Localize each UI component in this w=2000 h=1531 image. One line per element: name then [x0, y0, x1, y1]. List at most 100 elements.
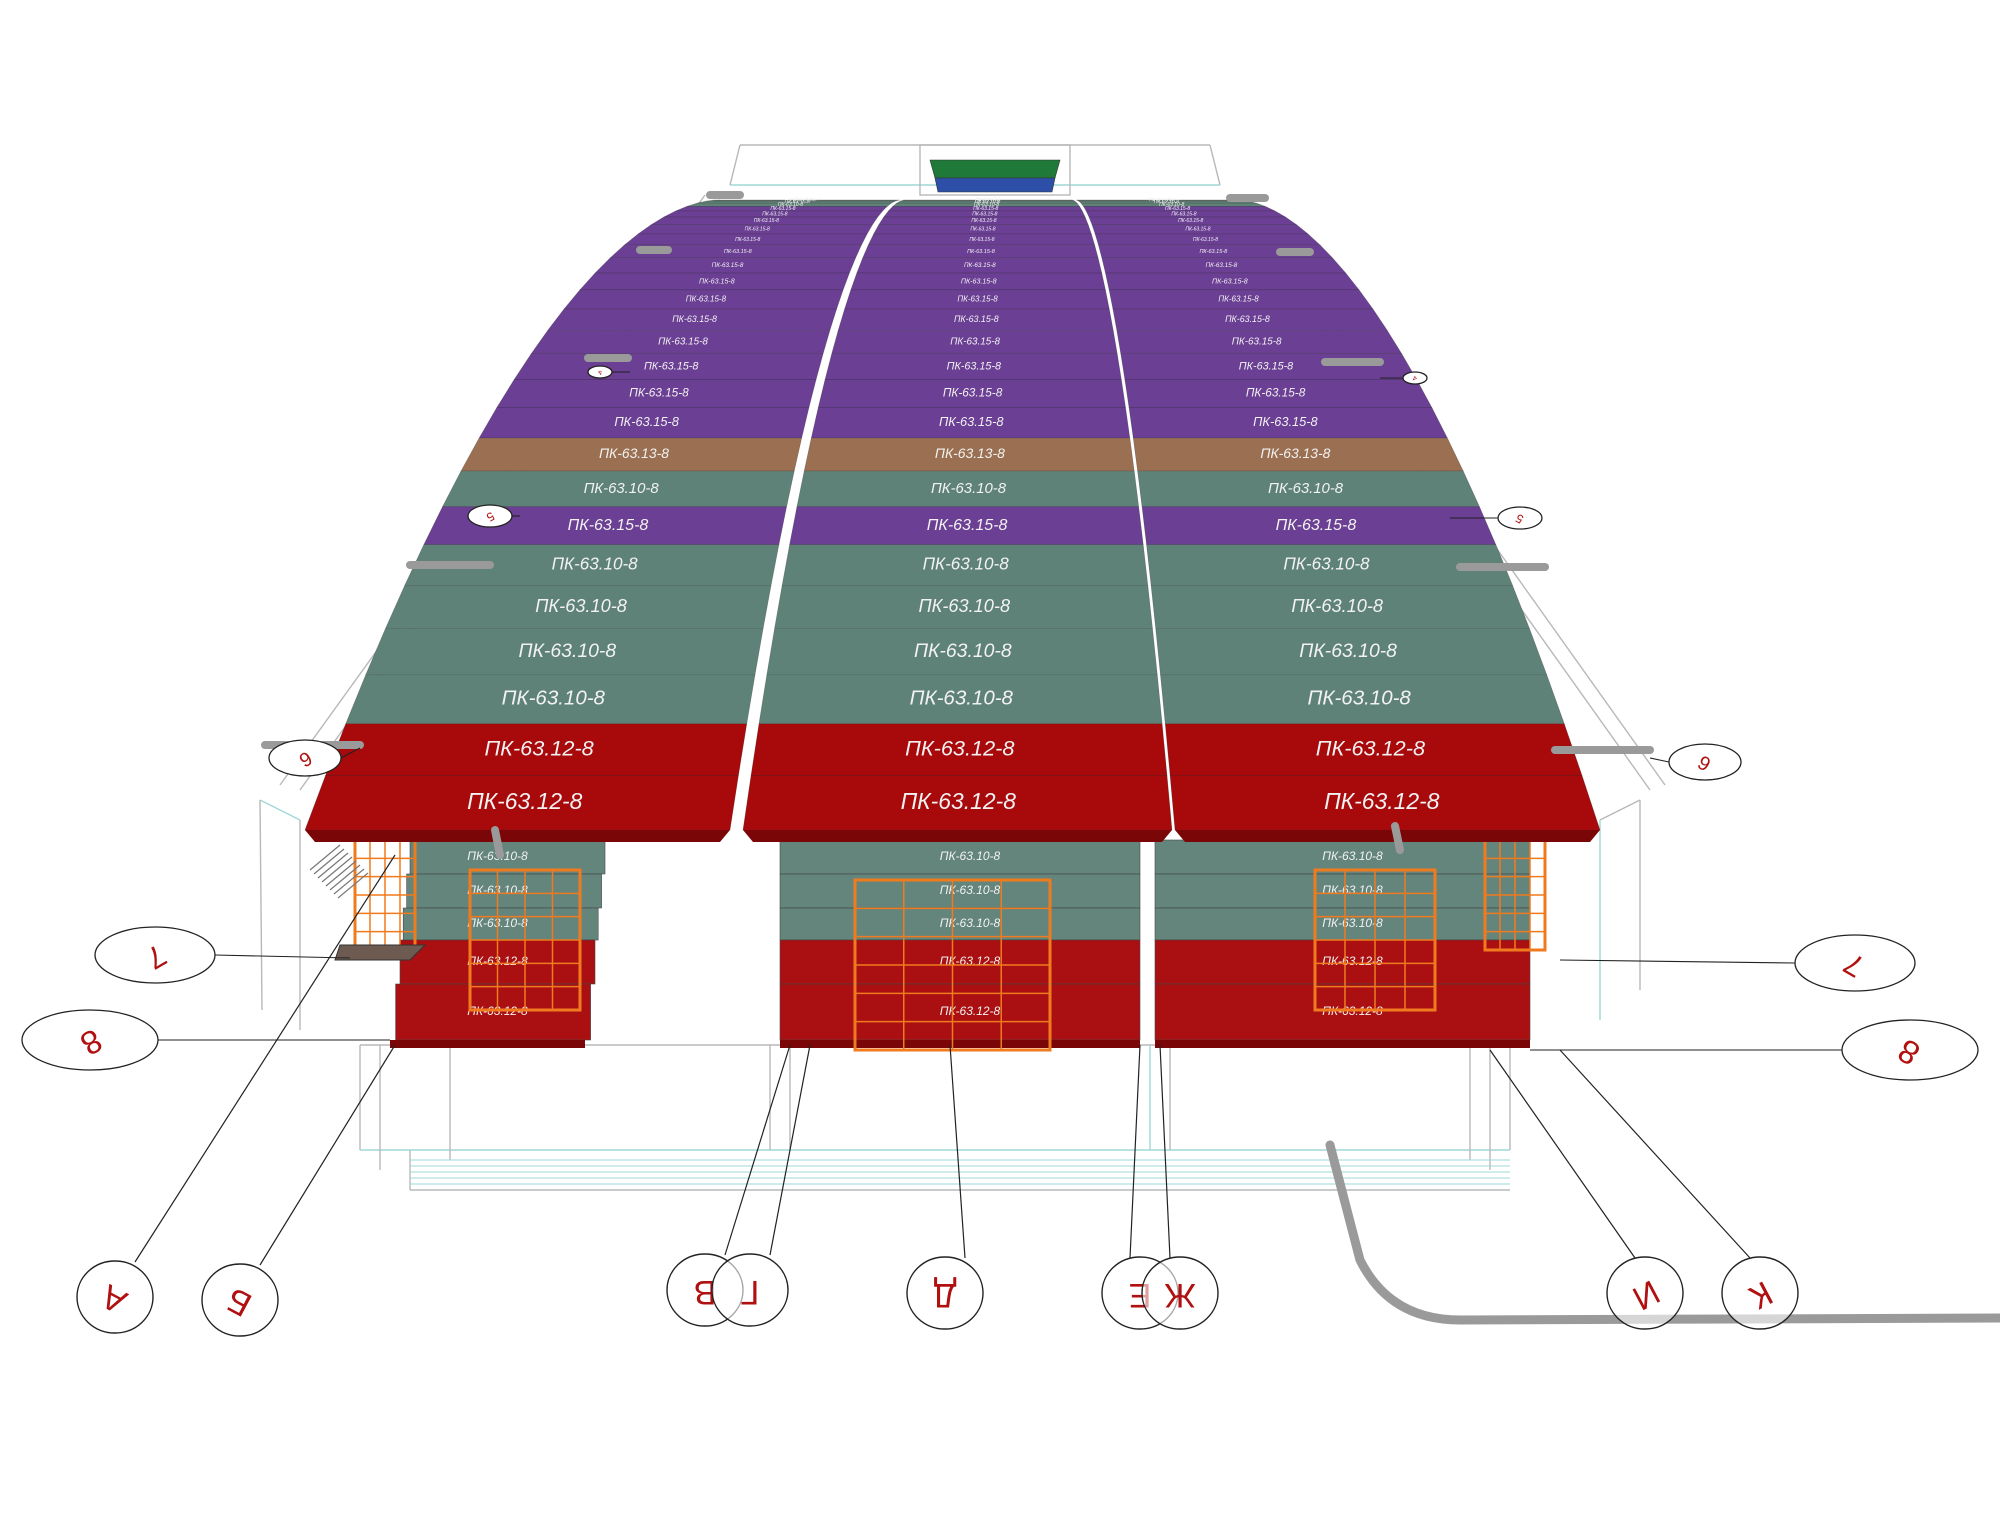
lower-slab-edge — [1155, 1040, 1530, 1048]
lower-slab: ПК-63.10-8 — [1154, 873, 1531, 909]
lower-slab-label: ПК-63.12-8 — [1322, 954, 1383, 968]
axis-bubble-row-4: 4 — [587, 365, 630, 379]
axis-bubble-row-6: 6 — [1649, 743, 1742, 781]
roof-slab-label: ПК-63.10-8 — [785, 200, 810, 206]
axis-bubble-9: К — [1559, 1049, 1799, 1330]
axis-line — [1649, 757, 1670, 763]
axis-line — [949, 1044, 966, 1259]
roof-slab-label: ПК-63.12-8 — [467, 788, 583, 814]
axis-bubble-circle — [94, 926, 216, 984]
axis-bubble-label: Ж — [1164, 1276, 1195, 1314]
axis-line — [769, 1044, 811, 1256]
roof-slab-label: ПК-63.15-8 — [967, 249, 996, 255]
roof-slab: ПК-63.12-8 — [742, 775, 1173, 831]
lower-slab-panel — [1154, 839, 1531, 875]
roof-slab: ПК-63.13-8 — [460, 437, 803, 472]
lower-slab-panel — [1154, 873, 1531, 909]
lower-slab-label: ПК-63.12-8 — [940, 954, 1001, 968]
axis-bubble-row-8: 8 — [1530, 1019, 1979, 1081]
lower-slab: ПК-63.10-8 — [406, 873, 602, 909]
axis-line — [1559, 959, 1796, 964]
axis-bubble-label: Д — [933, 1276, 956, 1314]
axis-bubble-5: Д — [906, 1044, 984, 1330]
roof-slab-label: ПК-63.15-8 — [972, 211, 997, 217]
roof-slab-label: ПК-63.15-8 — [1253, 414, 1318, 429]
roof-slab-label: ПК-63.15-8 — [927, 517, 1008, 534]
roof-slab: ПК-63.15-8 — [789, 506, 1144, 545]
roof-slab-label: ПК-63.15-8 — [971, 218, 996, 224]
roof-slab: ПК-63.10-8 — [796, 470, 1140, 507]
axis-bubble-7: Ж — [1141, 1044, 1219, 1330]
roof-slab-label: ПК-63.15-8 — [762, 211, 787, 217]
roof-slab-label: ПК-63.10-8 — [975, 198, 1000, 204]
roof-slab-label: ПК-63.10-8 — [931, 481, 1007, 497]
axis-line — [214, 954, 351, 959]
roof-slab: ПК-63.15-8 — [1094, 233, 1321, 246]
axis-bubble-1: А — [76, 854, 396, 1334]
roof-slab-edge — [305, 830, 730, 842]
roof-slab: ПК-63.15-8 — [623, 233, 868, 246]
roof-slab-label: ПК-63.15-8 — [1178, 218, 1203, 224]
lower-slab: ПК-63.10-8 — [402, 907, 599, 941]
roof-slab-label: ПК-63.10-8 — [918, 596, 1011, 616]
roof-slab-label: ПК-63.10-8 — [1268, 481, 1344, 497]
axis-bubble-circle — [21, 1009, 159, 1071]
roof-slab: ПК-63.15-8 — [817, 379, 1126, 408]
roof-slab: ПК-63.10-8 — [1155, 628, 1548, 676]
roof-slab: ПК-63.15-8 — [1085, 210, 1287, 217]
roof-slab: ПК-63.15-8 — [856, 257, 1103, 274]
lower-slab-label: ПК-63.10-8 — [1322, 916, 1383, 930]
roof-slab: ПК-63.15-8 — [824, 353, 1122, 380]
roof-slab-label: ПК-63.10-8 — [1299, 640, 1397, 662]
roof-slab-edge — [743, 830, 1172, 842]
axis-bubble-label: В — [694, 1273, 717, 1311]
crossbeam-rod — [1391, 822, 1404, 854]
roof-slab: ПК-63.15-8 — [831, 329, 1118, 355]
stair-rail — [321, 856, 353, 883]
roof-slab: ПК-63.10-8 — [384, 585, 772, 630]
roof-slab-label: ПК-63.15-8 — [964, 262, 996, 269]
roof-slab: ПК-63.10-8 — [1137, 470, 1480, 507]
axis-bubble-circle — [906, 1256, 984, 1330]
roof-slab-label: ПК-63.15-8 — [943, 386, 1003, 400]
roof-slab: ПК-63.15-8 — [1124, 379, 1433, 408]
axis-bubble-4: Г — [711, 1044, 811, 1327]
roof-slab: ПК-63.15-8 — [883, 210, 1086, 217]
roof-slab-label: ПК-63.15-8 — [770, 206, 795, 212]
roof-slab: ПК-63.12-8 — [1169, 775, 1601, 831]
roof-slab: ПК-63.10-8 — [774, 585, 1153, 630]
roof-slab-label: ПК-63.15-8 — [614, 414, 679, 429]
roof-slab-label: ПК-63.15-8 — [644, 360, 698, 372]
roof-slab: ПК-63.13-8 — [1132, 437, 1464, 472]
roof-cap-slab — [934, 177, 1056, 193]
lower-slab-label: ПК-63.10-8 — [940, 916, 1001, 930]
lower-slab-panel — [409, 839, 606, 875]
axis-bubble-circle — [1606, 1256, 1684, 1330]
axis-bubble-label: 4 — [1412, 374, 1419, 382]
roof-slab: ПК-63.15-8 — [1105, 272, 1360, 291]
roof-slab: ПК-63.15-8 — [1101, 257, 1347, 274]
axis-line — [340, 747, 361, 759]
axis-bubble-circle — [201, 1263, 279, 1337]
roof-slab: ПК-63.15-8 — [530, 329, 831, 355]
roof-slab-label: ПК-63.15-8 — [724, 249, 753, 255]
axis-bubble-label: 4 — [596, 368, 603, 376]
roof-slab: ПК-63.10-8 — [758, 674, 1163, 725]
roof-slab: ПК-63.15-8 — [850, 272, 1106, 291]
roof-slab: ПК-63.10-8 — [1150, 585, 1530, 630]
roof-slab: ПК-63.13-8 — [803, 437, 1135, 472]
axis-bubble-2: Б — [201, 1044, 396, 1337]
roof-slab-edge — [1175, 830, 1600, 842]
roof-slab: ПК-63.15-8 — [862, 244, 1099, 259]
lower-slab-label: ПК-63.10-8 — [940, 849, 1001, 863]
roof-slab-label: ПК-63.10-8 — [535, 596, 628, 616]
lower-slab: ПК-63.10-8 — [1154, 907, 1531, 941]
roof-slab: ПК-63.15-8 — [844, 289, 1110, 310]
crossbeams — [261, 191, 2000, 1325]
roof-slab-label: ПК-63.10-8 — [1283, 555, 1370, 574]
stair-rail — [329, 864, 361, 891]
axis-line — [134, 854, 396, 1263]
roof-slab-label: ПК-63.15-8 — [961, 277, 997, 285]
roof-slab: ПК-63.10-8 — [781, 544, 1149, 586]
roof-slab: ПК-63.12-8 — [304, 775, 739, 831]
